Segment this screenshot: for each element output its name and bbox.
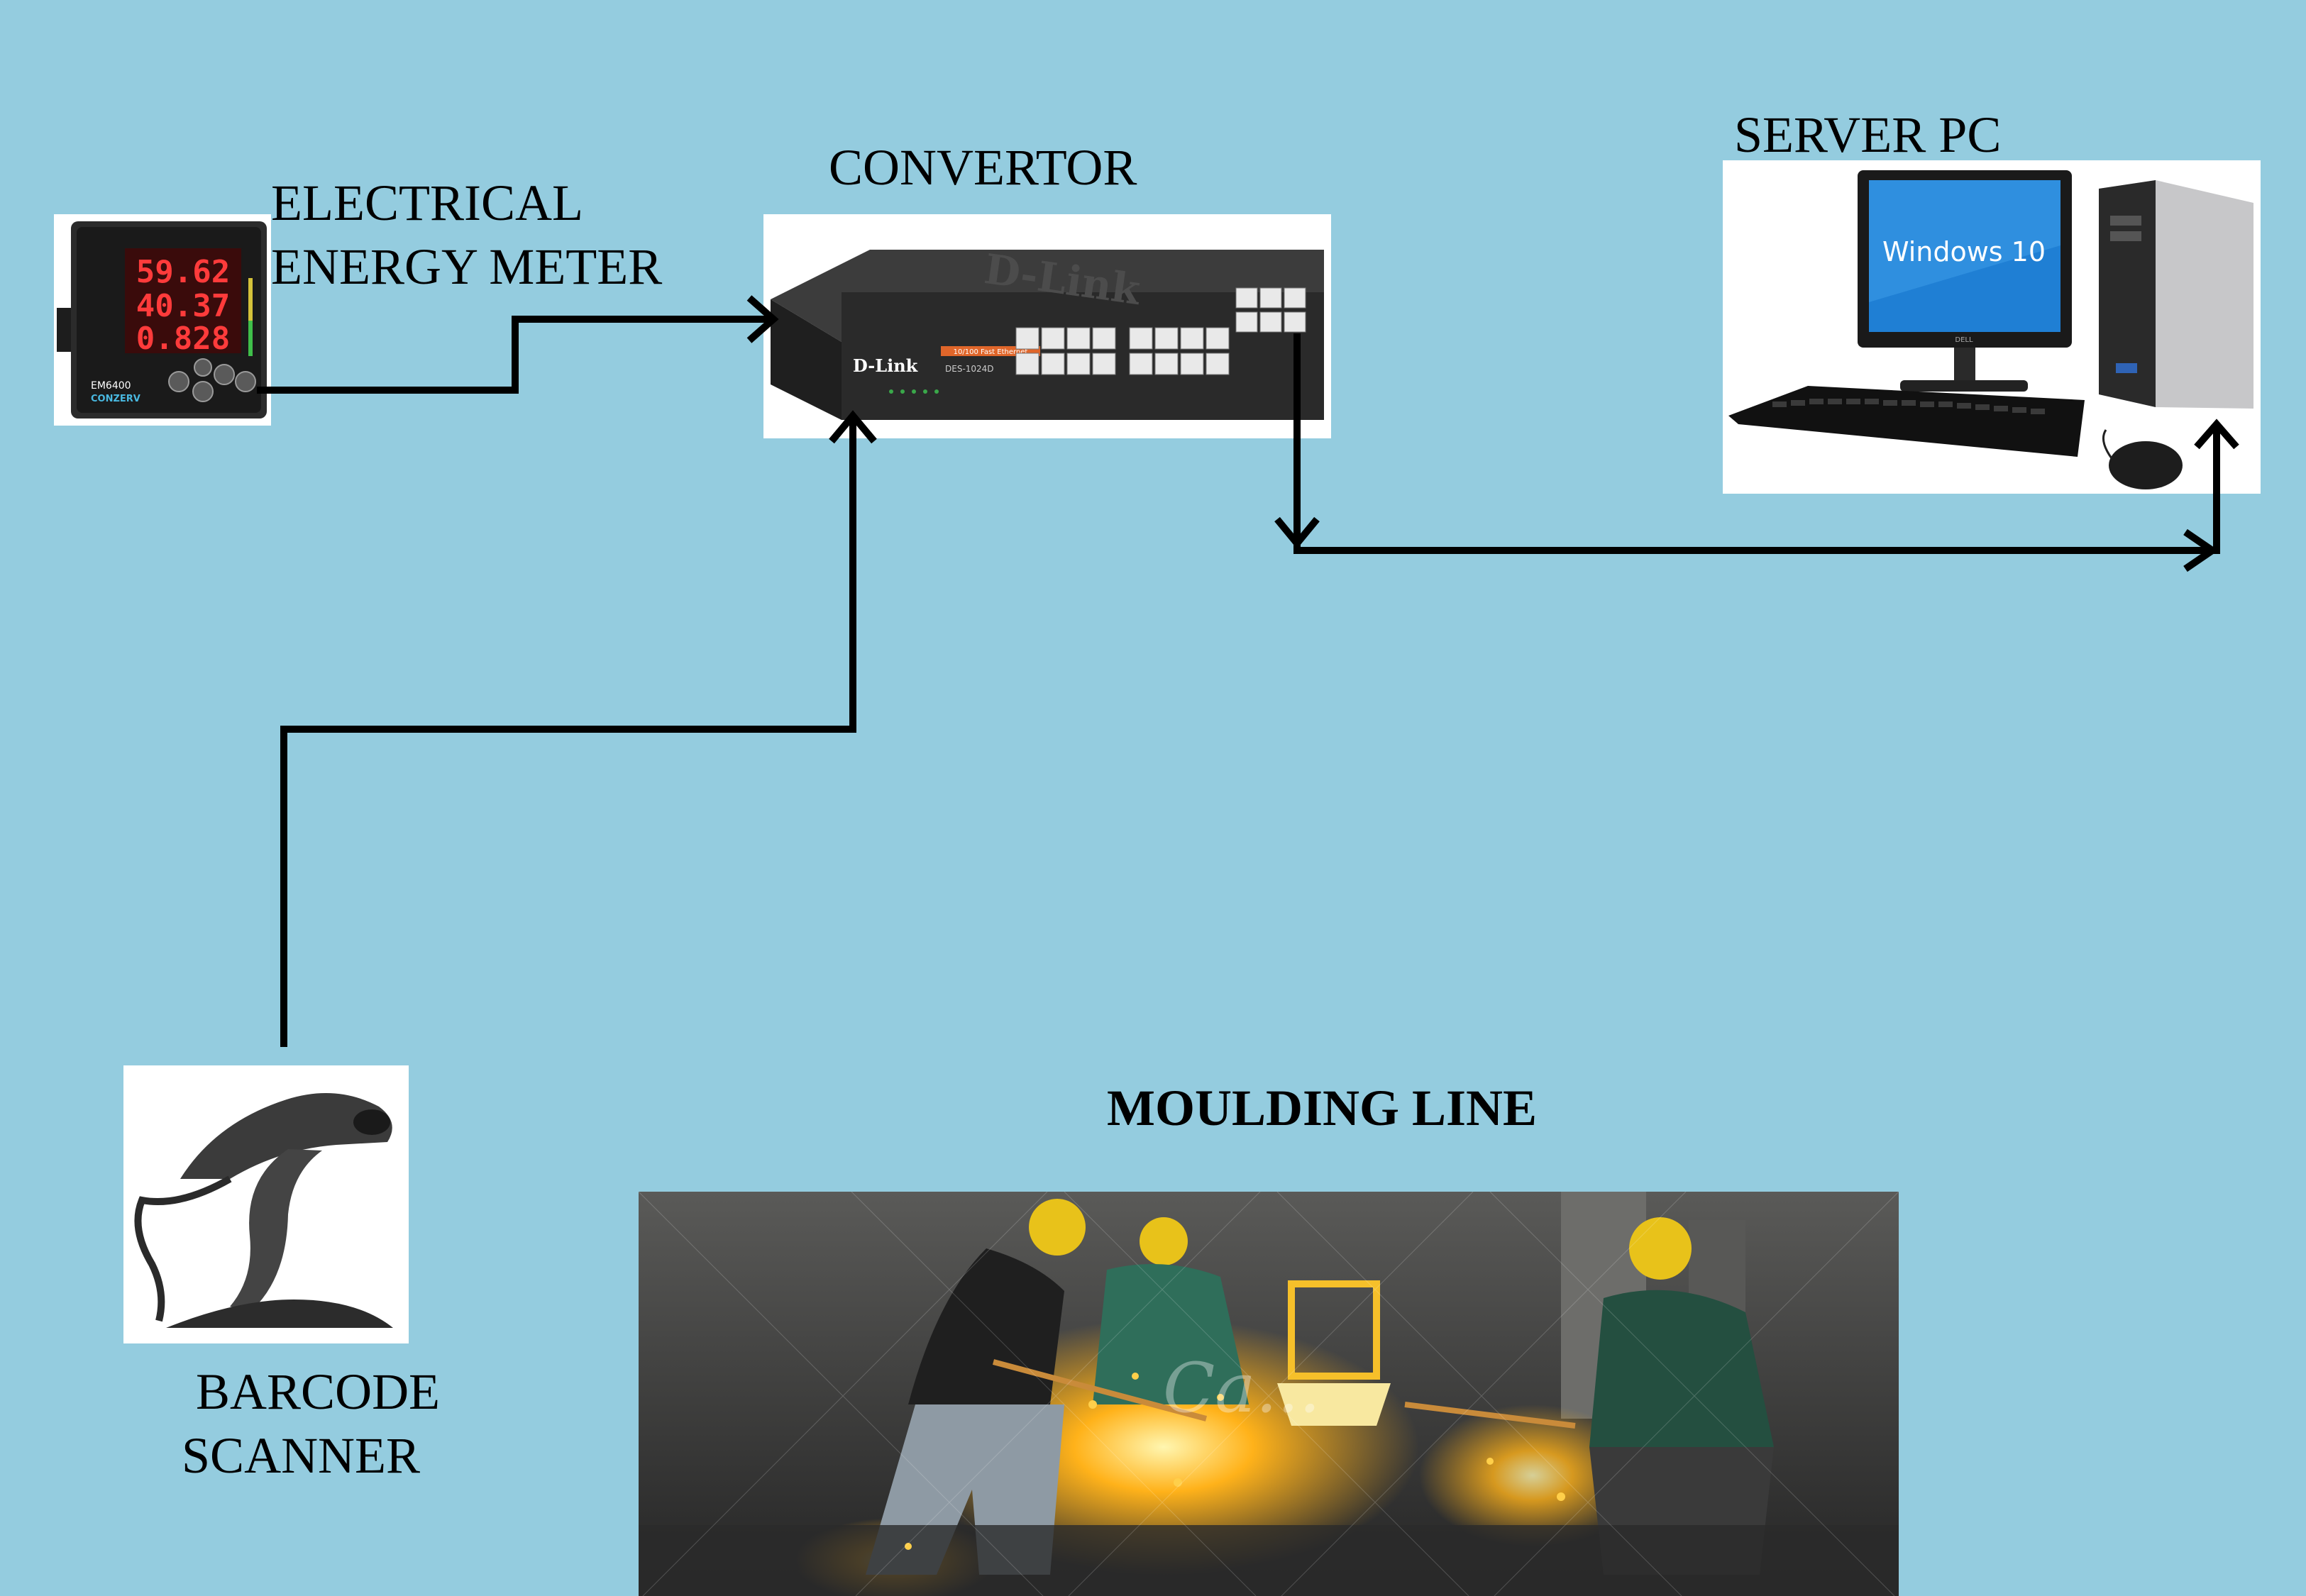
switch-model: DES-1024D (945, 364, 994, 374)
meter-to-convertor-arrowhead (746, 295, 779, 343)
scanner-label-line1: BARCODE (196, 1363, 441, 1420)
switch-front-logo: D-Link (853, 355, 919, 376)
meter-model-text: EM6400 (91, 380, 131, 392)
convertor-image: D-Link D-Link 10/100 Fast Ethernet DES-1… (763, 214, 1331, 438)
server-horizontal-arrowhead (2183, 528, 2219, 572)
meter-reading-2: 40.37 (136, 288, 230, 324)
meter-reading-1: 59.62 (136, 254, 230, 290)
meter-label-line1: ELECTRICAL (271, 174, 583, 231)
scanner-to-convertor-line (280, 419, 856, 1047)
scanner-to-convertor-arrowhead (829, 410, 877, 444)
meter-label-line2: ENERGY METER (271, 238, 663, 295)
convertor-label: CONVERTOR (829, 139, 1137, 196)
meter-reading-3: 0.828 (136, 321, 230, 357)
moulding-line-image: Ca... (639, 1192, 1899, 1596)
scanner-label-line2: SCANNER (182, 1427, 421, 1484)
switch-badge: 10/100 Fast Ethernet (954, 348, 1028, 356)
convertor-down-arrowhead (1274, 516, 1320, 549)
moulding-line-label: MOULDING LINE (1107, 1080, 1538, 1136)
meter-to-convertor-line (257, 316, 771, 394)
server-up-arrowhead (2194, 419, 2239, 450)
convertor-to-server-line (1293, 333, 2220, 554)
monitor-os-text: Windows 10 (1882, 236, 2046, 267)
image-watermark: Ca... (1163, 1348, 1320, 1428)
energy-meter-image: 59.62 40.37 0.828 EM6400 CONZERV (54, 214, 271, 426)
barcode-scanner-image (123, 1065, 409, 1343)
server-label: SERVER PC (1734, 106, 2002, 163)
monitor-brand-text: DELL (1955, 336, 1973, 344)
meter-brand-text: CONZERV (91, 394, 140, 404)
server-pc-image: Windows 10 DELL (1723, 160, 2261, 494)
